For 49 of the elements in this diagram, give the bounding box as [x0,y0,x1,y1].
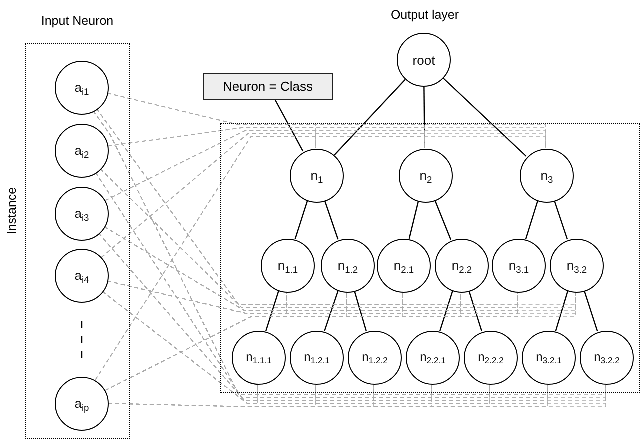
weight-connection [95,136,546,381]
tree-branch [555,290,569,332]
output-neuron: n$_{3.1}$ [492,239,546,293]
tree-branch [434,200,452,240]
tree-branch [408,201,420,239]
weight-connection [104,130,546,202]
input-neuron: a$_{i3}$ [55,187,109,241]
side-label: Instance [5,186,19,237]
output-neuron: n$_{2.1}$ [377,239,431,293]
tree-branch [443,78,527,157]
group-heading: Input Neuron [40,14,115,28]
output-neuron: n$_{1.2}$ [321,239,375,293]
tree-branch [525,200,539,240]
weight-connection [107,128,546,148]
layer-label: Output layer [390,8,460,22]
output-neuron: n$_{1.1.1}$ [232,331,286,385]
input-neuron: a$_{ip}$ [55,377,109,431]
tree-branch [554,200,568,240]
leader-line [274,100,304,152]
output-neuron: root [397,33,451,87]
output-neuron: n$_{1}$ [290,149,344,203]
tree-branch [334,79,406,156]
output-neuron: n$_{1.2.1}$ [290,331,344,385]
tree-branch [468,290,482,332]
tree-branch [266,290,280,332]
output-neuron: n$_{2.2.2}$ [464,331,518,385]
tree-branch [440,290,454,332]
output-neuron: n$_{1.1}$ [261,239,315,293]
input-neuron: a$_{i1}$ [55,61,109,115]
output-neuron: n$_{3.2.2}$ [580,331,634,385]
tree-branch [294,200,308,240]
weight-connection [101,134,546,258]
tree-branch [584,290,598,332]
output-neuron: n$_{3.2.1}$ [522,331,576,385]
output-neuron: n$_{1.2.2}$ [348,331,402,385]
output-neuron: n$_{2.2.1}$ [406,331,460,385]
input-neuron: a$_{i2}$ [55,124,109,178]
dashed-frame [220,123,640,393]
tree-branch [354,290,367,332]
tree-branch [324,290,339,332]
input-neuron: a$_{i4}$ [55,249,109,303]
callout-box: Neuron = Class [203,73,333,100]
weight-connection [106,92,546,148]
output-neuron: n$_{2}$ [399,149,453,203]
output-neuron: n$_{2.2}$ [435,239,489,293]
tree-branch [424,87,426,148]
tree-branch [324,200,339,240]
output-neuron: n$_{3.2}$ [550,239,604,293]
output-neuron: n$_{3}$ [520,149,574,203]
